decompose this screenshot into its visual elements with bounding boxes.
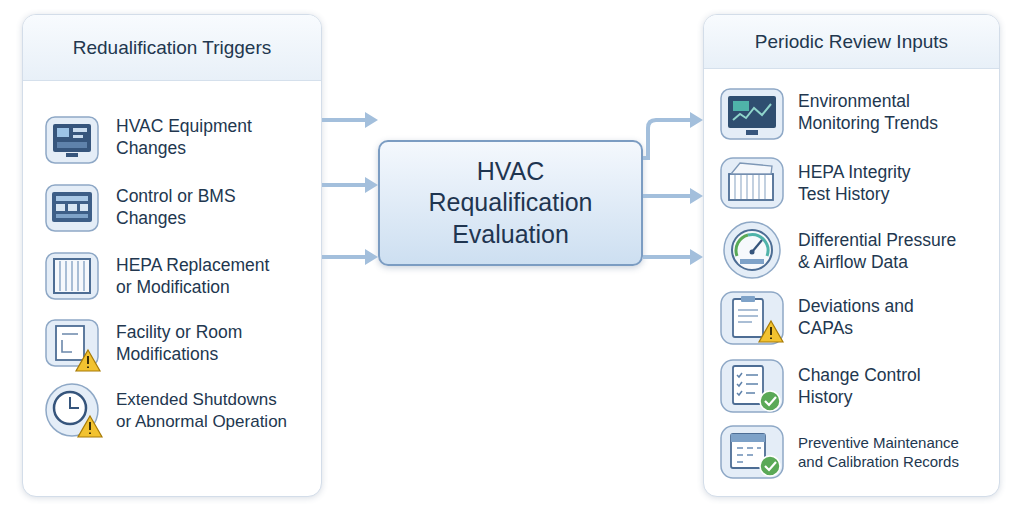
- flow-arrow: [643, 255, 692, 259]
- list-item: Preventive Maintenance and Calibration R…: [721, 433, 996, 483]
- item-label: Deviations and CAPAs: [798, 295, 948, 339]
- item-label: Facility or Room Modifications: [116, 321, 286, 365]
- item-label: HVAC Equipment Changes: [116, 115, 286, 159]
- group-panel: Periodic Review InputsEnvironmental Moni…: [703, 14, 1000, 497]
- flow-arrow: [322, 183, 367, 187]
- list-item: HEPA Replacement or Modification: [43, 254, 318, 304]
- flow-arrow: [643, 120, 692, 158]
- item-label: Change Control History: [798, 364, 948, 408]
- item-label: Environmental Monitoring Trends: [798, 90, 976, 134]
- hepa-history-icon: [721, 158, 783, 208]
- group-panel: Redualification TriggersHVAC Equipment C…: [22, 14, 322, 497]
- facility-icon: [46, 320, 100, 371]
- maintenance-icon: [721, 426, 783, 478]
- clock-icon: [46, 384, 102, 437]
- equipment-icon: [46, 117, 98, 163]
- box-label: HVAC Requalification Evaluation: [403, 156, 618, 250]
- list-item: HEPA Integrity Test History: [721, 161, 996, 211]
- list-item: Extended Shutdowns or Abnormal Operation: [43, 389, 318, 439]
- item-label: HEPA Integrity Test History: [798, 161, 938, 205]
- item-label: HEPA Replacement or Modification: [116, 254, 284, 298]
- change-control-icon: [721, 360, 783, 412]
- bms-icon: [46, 185, 98, 231]
- deviation-icon: [721, 292, 783, 344]
- panel-heading: Redualification Triggers: [23, 15, 321, 81]
- item-label: Differential Pressure & Airflow Data: [798, 229, 965, 273]
- list-item: Change Control History: [721, 364, 996, 414]
- item-label: Control or BMS Changes: [116, 185, 286, 229]
- list-item: Control or BMS Changes: [43, 185, 318, 235]
- flow-arrow: [322, 118, 367, 122]
- item-label: Preventive Maintenance and Calibration R…: [798, 433, 976, 471]
- flow-arrow: [322, 255, 367, 259]
- list-item: HVAC Equipment Changes: [43, 115, 318, 165]
- list-item: Environmental Monitoring Trends: [721, 90, 996, 140]
- list-item: Deviations and CAPAs: [721, 295, 996, 345]
- monitoring-icon: [721, 89, 783, 139]
- process-box: HVAC Requalification Evaluation: [378, 140, 643, 266]
- gauge-icon: [724, 222, 780, 278]
- item-label: Extended Shutdowns or Abnormal Operation: [116, 389, 293, 432]
- hepa-filter-icon: [46, 253, 98, 299]
- panel-heading: Periodic Review Inputs: [704, 15, 999, 69]
- flow-arrow: [643, 194, 692, 198]
- list-item: Differential Pressure & Airflow Data: [721, 229, 996, 279]
- list-item: Facility or Room Modifications: [43, 321, 318, 371]
